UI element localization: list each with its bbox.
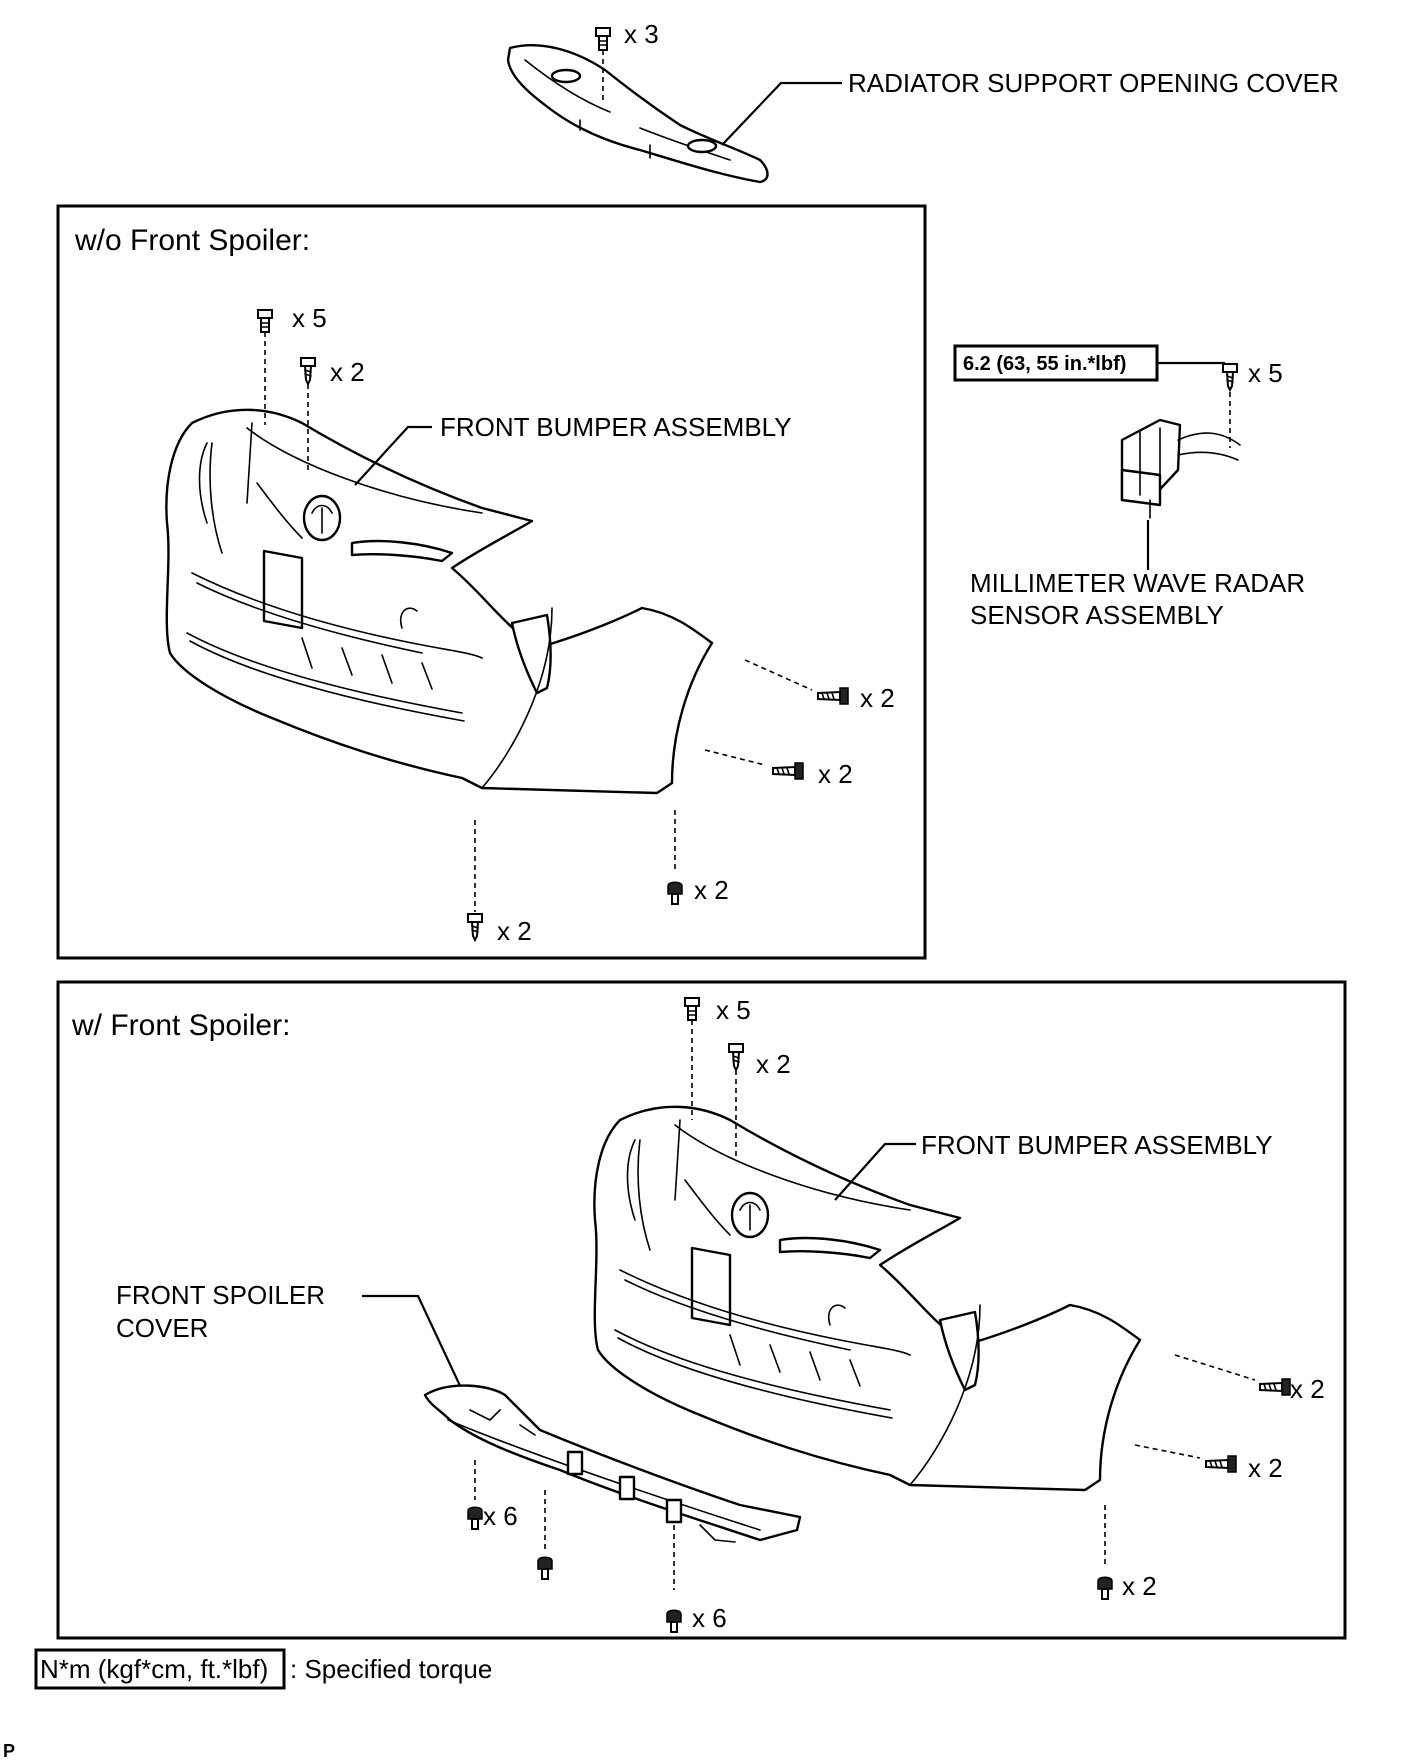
- spoiler-label-line2: COVER: [116, 1313, 208, 1343]
- panel-with-spoiler-title: w/ Front Spoiler:: [71, 1009, 290, 1042]
- p1-side-bolts-qty: x 2: [818, 759, 853, 789]
- front-spoiler-cover-part: [423, 1384, 802, 1543]
- p2-top-screws-qty: x 2: [756, 1049, 791, 1079]
- front-bumper-assembly-part: [165, 408, 714, 795]
- front-bumper-label-2: FRONT BUMPER ASSEMBLY: [921, 1130, 1273, 1160]
- radar-torque-value: 6.2 (63, 55 in.*lbf): [963, 353, 1126, 375]
- panel-without-spoiler: [56, 204, 927, 960]
- p2-top-clips-qty: x 5: [716, 995, 751, 1025]
- p1-top-screws-qty: x 2: [330, 357, 365, 387]
- corner-mark: P: [3, 1741, 15, 1760]
- radar-label-line1: MILLIMETER WAVE RADAR: [970, 568, 1305, 598]
- p1-top-clips-qty: x 5: [292, 303, 327, 333]
- p2-side-screws-qty: x 2: [1290, 1374, 1325, 1404]
- radiator-cover-label: RADIATOR SUPPORT OPENING COVER: [848, 68, 1339, 98]
- front-bumper-label-1: FRONT BUMPER ASSEMBLY: [440, 412, 792, 442]
- panel-without-spoiler-title: w/o Front Spoiler:: [74, 224, 310, 257]
- radiator-support-opening-cover-part: [506, 44, 769, 184]
- radar-label-line2: SENSOR ASSEMBLY: [970, 600, 1224, 630]
- legend-description: : Specified torque: [290, 1654, 492, 1684]
- legend-unit-box: [34, 1648, 286, 1690]
- p1-side-screws-qty: x 2: [860, 683, 895, 713]
- spoiler-bottom-qty: x 6: [692, 1603, 727, 1633]
- radar-bolts-qty: x 5: [1248, 358, 1283, 388]
- spoiler-left-qty: x 6: [483, 1501, 518, 1531]
- p1-bottom-left-qty: x 2: [497, 916, 532, 946]
- radar-sensor-part: [1120, 418, 1241, 519]
- p2-bottom-right-qty: x 2: [1122, 1571, 1157, 1601]
- p2-side-bolts-qty: x 2: [1248, 1453, 1283, 1483]
- legend-unit-text: N*m (kgf*cm, ft.*lbf): [40, 1654, 268, 1684]
- spoiler-label-line1: FRONT SPOILER: [116, 1280, 325, 1310]
- p1-bottom-right-qty: x 2: [694, 875, 729, 905]
- cover-clip-qty: x 3: [624, 19, 659, 49]
- panel-with-spoiler: [56, 980, 1347, 1640]
